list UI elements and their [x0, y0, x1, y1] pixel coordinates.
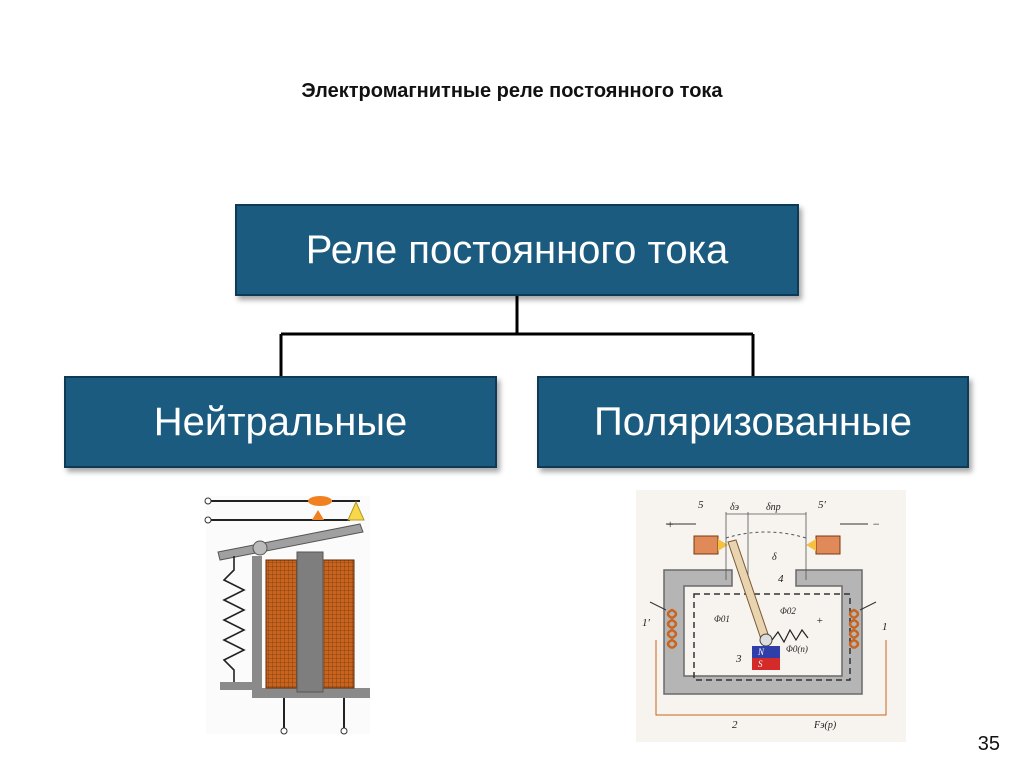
- page-number: 35: [977, 733, 1000, 755]
- polarized-relay-label: Поляризованные: [593, 399, 913, 444]
- core: [296, 551, 324, 693]
- label-fe: Fэ(р): [813, 720, 837, 731]
- return-spring: [222, 556, 246, 685]
- label-1-prime: 1′: [642, 617, 651, 629]
- armature-pivot: [252, 540, 268, 556]
- movable-contact: [308, 496, 332, 506]
- label-2: 2: [732, 719, 738, 731]
- label-phi01: Φ01: [714, 614, 730, 624]
- label-4: 4: [778, 573, 784, 585]
- flux-path: [693, 593, 851, 681]
- label-delta-e: δэ: [730, 502, 740, 513]
- label-S: S: [758, 659, 763, 669]
- label-delta-pr: δпр: [766, 502, 781, 513]
- slide-title: Электромагнитные реле постоянного тока: [301, 80, 723, 102]
- fixed-contact: [312, 510, 324, 520]
- label-plus-left: +: [666, 517, 674, 531]
- magnet-north: [752, 646, 780, 658]
- root-node-box: Реле постоянного тока: [235, 204, 799, 296]
- yoke-left: [252, 556, 262, 694]
- spring: [771, 628, 809, 644]
- neutral-relay-box: Нейтральные: [64, 376, 497, 468]
- neutral-relay-illustration: [204, 496, 370, 735]
- yoke-bottom: [252, 688, 370, 698]
- coil-left: [666, 608, 678, 650]
- armature-pivot: [759, 633, 773, 647]
- label-N: N: [757, 647, 765, 657]
- label-delta: δ: [772, 552, 777, 563]
- polarized-relay-box: Поляризованные: [537, 376, 969, 468]
- magnetic-core: [663, 569, 863, 695]
- label-5: 5: [698, 499, 704, 511]
- neutral-relay-label: Нейтральные: [153, 399, 408, 444]
- label-3: 3: [735, 653, 742, 665]
- label-5-prime: 5′: [818, 499, 827, 511]
- polarized-relay-illustration: 5 δэ δпр 5′ + − δ 4 Φ01 Φ02 1′ 1 + N S 3…: [636, 490, 906, 742]
- label-1: 1: [882, 621, 888, 633]
- label-plus-spring: +: [816, 615, 823, 627]
- label-minus: −: [872, 517, 880, 531]
- coil-right: [848, 608, 860, 650]
- root-node-label: Реле постоянного тока: [305, 227, 729, 272]
- magnet-south: [752, 658, 780, 670]
- label-phi0p: Φ0(п): [786, 644, 808, 654]
- label-phi02: Φ02: [780, 606, 796, 616]
